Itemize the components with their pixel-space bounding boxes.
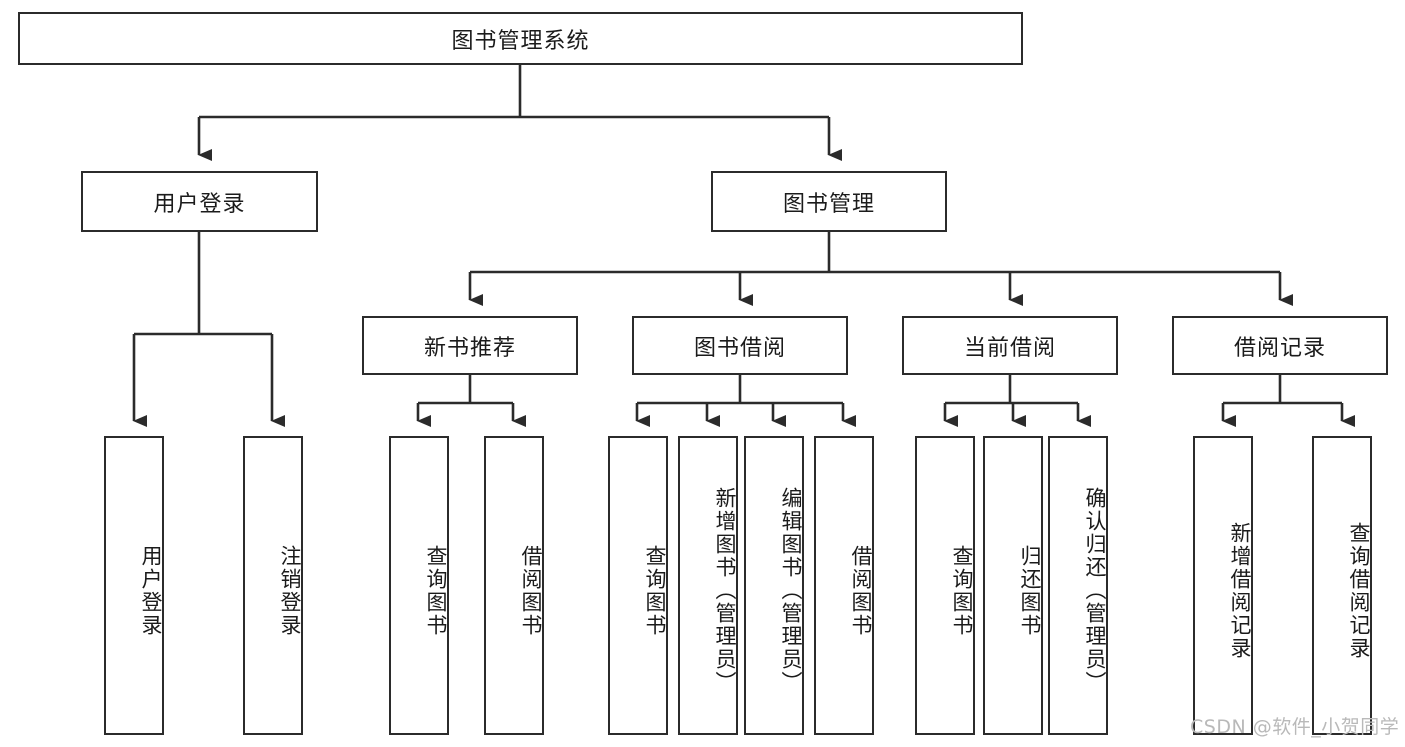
node-label: 当前借阅 — [963, 335, 1056, 361]
node-book-management[interactable]: 图书管理 — [711, 171, 947, 232]
node-label: 图书管理系统 — [451, 28, 590, 54]
node-label: 归还图书 — [1018, 544, 1042, 637]
leaf-user-login-login[interactable]: 用户登录 — [104, 436, 164, 735]
node-label: 注销登录 — [278, 544, 302, 637]
leaf-borrow-record-query-record[interactable]: 查询借阅记录 — [1312, 436, 1372, 735]
node-borrow-record[interactable]: 借阅记录 — [1172, 316, 1388, 375]
node-label: 图书管理 — [782, 191, 875, 217]
leaf-book-borrow-add-book-admin[interactable]: 新增图书（管理员） — [678, 436, 738, 735]
node-label: 查询图书 — [424, 544, 448, 637]
node-root-book-management-system[interactable]: 图书管理系统 — [18, 12, 1023, 65]
leaf-user-login-logout[interactable]: 注销登录 — [243, 436, 303, 735]
leaf-book-borrow-edit-book-admin[interactable]: 编辑图书（管理员） — [744, 436, 804, 735]
node-label: 用户登录 — [139, 544, 163, 637]
leaf-book-borrow-query-book[interactable]: 查询图书 — [608, 436, 668, 735]
node-label: 查询借阅记录 — [1347, 521, 1371, 660]
leaf-borrow-record-add-record[interactable]: 新增借阅记录 — [1193, 436, 1253, 735]
csdn-watermark: CSDN @软件_小贺同学 — [1190, 716, 1400, 738]
node-label: 新增图书（管理员） — [713, 487, 737, 694]
leaf-current-borrow-query-book[interactable]: 查询图书 — [915, 436, 975, 735]
leaf-new-book-borrow-book[interactable]: 借阅图书 — [484, 436, 544, 735]
node-new-book-recommend[interactable]: 新书推荐 — [362, 316, 578, 375]
leaf-current-borrow-return-book[interactable]: 归还图书 — [983, 436, 1043, 735]
leaf-current-borrow-confirm-return-admin[interactable]: 确认归还（管理员） — [1048, 436, 1108, 735]
node-user-login[interactable]: 用户登录 — [81, 171, 318, 232]
leaf-book-borrow-borrow-book[interactable]: 借阅图书 — [814, 436, 874, 735]
node-label: 新书推荐 — [423, 335, 516, 361]
node-label: 图书借阅 — [693, 335, 786, 361]
node-label: 借阅图书 — [849, 544, 873, 637]
node-current-borrow[interactable]: 当前借阅 — [902, 316, 1118, 375]
leaf-new-book-query-book[interactable]: 查询图书 — [389, 436, 449, 735]
node-label: 用户登录 — [153, 191, 246, 217]
node-label: 借阅图书 — [519, 544, 543, 637]
node-book-borrow[interactable]: 图书借阅 — [632, 316, 848, 375]
node-label: 确认归还（管理员） — [1083, 487, 1107, 694]
node-label: 编辑图书（管理员） — [779, 487, 803, 694]
node-label: 借阅记录 — [1233, 335, 1326, 361]
node-label: 查询图书 — [643, 544, 667, 637]
node-label: 查询图书 — [950, 544, 974, 637]
node-label: 新增借阅记录 — [1228, 521, 1252, 660]
